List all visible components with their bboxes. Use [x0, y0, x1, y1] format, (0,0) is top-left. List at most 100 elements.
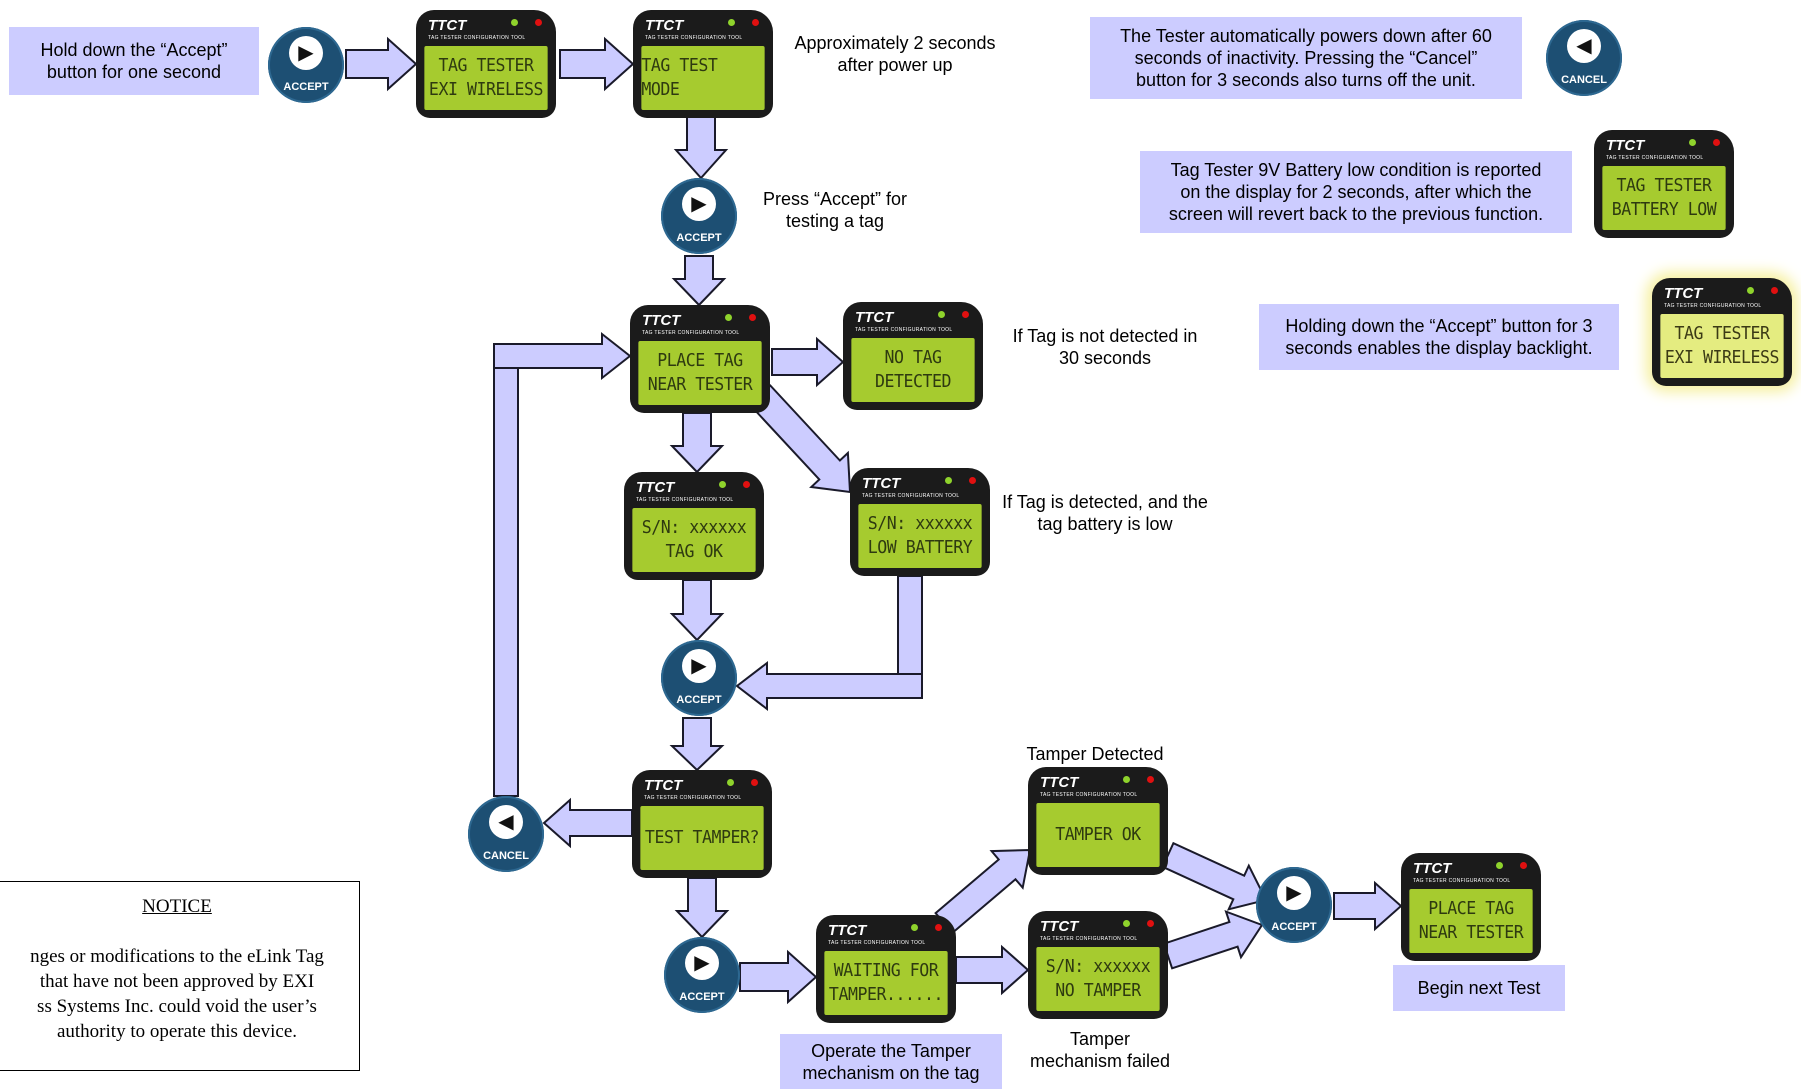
green-led-icon [728, 19, 735, 26]
lcd-screen: PLACE TAG NEAR TESTER [638, 341, 762, 405]
accept-button-power[interactable]: ▶ ACCEPT [268, 27, 344, 103]
lcd-screen: WAITING FOR TAMPER...... [824, 951, 948, 1015]
device-place-tag: TTCT TAG TESTER CONFIGURATION TOOL PLACE… [630, 305, 770, 413]
back-arrow-icon: ◀ [498, 811, 514, 833]
device-brand: TTCT [828, 922, 867, 939]
device-low-battery: TTCT TAG TESTER CONFIGURATION TOOL S/N: … [850, 468, 990, 576]
red-led-icon [752, 19, 759, 26]
device-subtitle: TAG TESTER CONFIGURATION TOOL [636, 497, 734, 503]
device-subtitle: TAG TESTER CONFIGURATION TOOL [828, 940, 926, 946]
device-brand: TTCT [636, 479, 675, 496]
lcd-line-1: PLACE TAG [1428, 898, 1514, 919]
device-brand: TTCT [1413, 860, 1452, 877]
device-subtitle: TAG TESTER CONFIGURATION TOOL [1040, 936, 1138, 942]
red-led-icon [935, 924, 942, 931]
lcd-line-1: S/N: xxxxxx [1045, 956, 1151, 977]
red-led-icon [1147, 920, 1154, 927]
operate-tamper-text: Operate the Tamper mechanism on the tag [802, 1040, 980, 1083]
lcd-line-2: BATTERY LOW [1611, 199, 1717, 220]
device-brand: TTCT [1606, 137, 1645, 154]
hold-accept-box: Hold down the “Accept” button for one se… [9, 27, 259, 95]
device-test-tamper: TTCT TAG TESTER CONFIGURATION TOOL TEST … [632, 770, 772, 878]
operate-tamper-box: Operate the Tamper mechanism on the tag [780, 1034, 1002, 1089]
device-brand: TTCT [428, 17, 467, 34]
device-waiting-tamper: TTCT TAG TESTER CONFIGURATION TOOL WAITI… [816, 915, 956, 1023]
lcd-screen: TAMPER OK [1036, 803, 1160, 867]
device-tag-tester: TTCT TAG TESTER CONFIGURATION TOOL TAG T… [416, 10, 556, 118]
device-backlit: TTCT TAG TESTER CONFIGURATION TOOL TAG T… [1652, 278, 1792, 386]
device-subtitle: TAG TESTER CONFIGURATION TOOL [644, 795, 742, 801]
arrow-place-to-tagok [669, 412, 725, 474]
device-brand: TTCT [642, 312, 681, 329]
cancel-label: CANCEL [1561, 74, 1607, 86]
lcd-line-2: DETECTED [874, 371, 952, 392]
lcd-line-2: TAG OK [665, 541, 723, 562]
notice-body: nges or modifications to the eLink Tag t… [30, 946, 324, 1042]
device-test-mode: TTCT TAG TESTER CONFIGURATION TOOL TAG T… [633, 10, 773, 118]
device-no-tamper: TTCT TAG TESTER CONFIGURATION TOOL S/N: … [1028, 911, 1168, 1019]
device-subtitle: TAG TESTER CONFIGURATION TOOL [862, 493, 960, 499]
play-arrow-icon: ▶ [691, 193, 707, 215]
green-led-icon [1496, 862, 1503, 869]
accept-label: ACCEPT [679, 991, 725, 1003]
lcd-screen: TAG TEST MODE [641, 46, 765, 110]
accept-label: ACCEPT [676, 232, 722, 244]
device-subtitle: TAG TESTER CONFIGURATION TOOL [855, 327, 953, 333]
not-detected-note: If Tag is not detected in 30 seconds [1012, 326, 1198, 368]
cancel-button-tamper[interactable]: ◀ CANCEL [468, 796, 544, 872]
device-subtitle: TAG TESTER CONFIGURATION TOOL [428, 35, 526, 41]
device-subtitle: TAG TESTER CONFIGURATION TOOL [1606, 155, 1704, 161]
green-led-icon [938, 311, 945, 318]
battery-low-box: Tag Tester 9V Battery low condition is r… [1140, 151, 1572, 233]
loop-bar-vertical [493, 359, 519, 797]
device-tamper-ok: TTCT TAG TESTER CONFIGURATION TOOL TAMPE… [1028, 767, 1168, 875]
accept-label: ACCEPT [283, 81, 329, 93]
back-arrow-icon: ◀ [1576, 35, 1592, 57]
backlight-box: Holding down the “Accept” button for 3 s… [1259, 304, 1619, 370]
device-no-tag: TTCT TAG TESTER CONFIGURATION TOOL NO TA… [843, 302, 983, 410]
accept-button-tamper[interactable]: ▶ ACCEPT [664, 937, 740, 1013]
lcd-line-1: TAG TESTER [438, 55, 534, 76]
lcd-line-2: TAMPER...... [828, 984, 944, 1005]
green-led-icon [911, 924, 918, 931]
lcd-screen: TEST TAMPER? [640, 806, 764, 870]
lcd-screen: TAG TESTER EXI WIRELESS [1660, 314, 1784, 378]
accept-button-continue[interactable]: ▶ ACCEPT [661, 640, 737, 716]
lcd-line-1: WAITING FOR [833, 960, 939, 981]
device-brand: TTCT [1664, 285, 1703, 302]
notice-title: NOTICE [142, 896, 212, 917]
arrow-tester-to-mode [559, 36, 635, 92]
device-tag-ok: TTCT TAG TESTER CONFIGURATION TOOL S/N: … [624, 472, 764, 580]
accept-button-test[interactable]: ▶ ACCEPT [661, 178, 737, 254]
lcd-line-2: NEAR TESTER [647, 374, 753, 395]
play-arrow-icon: ▶ [694, 952, 710, 974]
play-arrow-icon: ▶ [298, 42, 314, 64]
cancel-button-power[interactable]: ◀ CANCEL [1546, 20, 1622, 96]
green-led-icon [727, 779, 734, 786]
red-led-icon [743, 481, 750, 488]
lcd-line-1: TAMPER OK [1055, 824, 1141, 845]
arrow-accept-to-tester [345, 36, 418, 92]
accept-button-next[interactable]: ▶ ACCEPT [1256, 867, 1332, 943]
lcd-line-1: TEST TAMPER? [644, 827, 760, 848]
lcd-line-1: S/N: xxxxxx [867, 513, 973, 534]
red-led-icon [962, 311, 969, 318]
lcd-screen: S/N: xxxxxx LOW BATTERY [858, 504, 982, 568]
tamper-detected-note: Tamper Detected [1026, 744, 1164, 764]
red-led-icon [969, 477, 976, 484]
green-led-icon [1123, 920, 1130, 927]
lcd-line-2: LOW BATTERY [867, 537, 973, 558]
red-led-icon [535, 19, 542, 26]
green-led-icon [1689, 139, 1696, 146]
red-led-icon [751, 779, 758, 786]
device-subtitle: TAG TESTER CONFIGURATION TOOL [642, 330, 740, 336]
arrow-mode-to-accept [673, 115, 729, 180]
lcd-line-1: TAG TESTER [1674, 323, 1770, 344]
green-led-icon [725, 314, 732, 321]
lcd-line-1: PLACE TAG [657, 350, 743, 371]
arrow-loop-to-place [493, 331, 632, 381]
arrow-accept-to-waiting [739, 949, 818, 1005]
accept-label: ACCEPT [1271, 921, 1317, 933]
device-brand: TTCT [862, 475, 901, 492]
